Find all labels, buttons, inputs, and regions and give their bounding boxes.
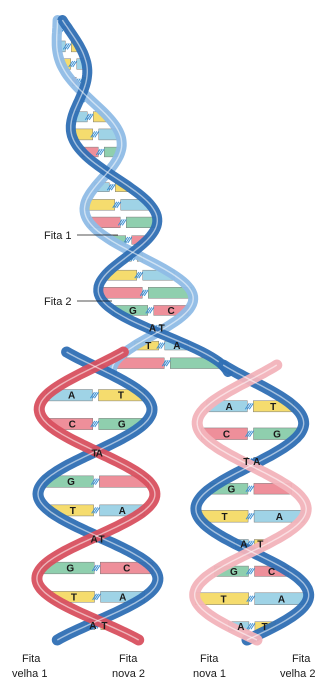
base-letter: T [243, 457, 249, 468]
base-letter: G [129, 306, 137, 317]
label-fita-velha-1-line2: velha 1 [12, 668, 47, 680]
base-letter: T [71, 592, 77, 603]
base-letter: T [220, 594, 226, 605]
base-letter: T [221, 512, 227, 523]
base-letter: G [118, 420, 126, 431]
base-letter: T [262, 622, 268, 633]
base-letter: A [226, 402, 233, 413]
base-letter: A [278, 594, 285, 605]
base-letter: G [230, 567, 238, 578]
base-letter: G [228, 484, 236, 495]
base-letter: G [66, 564, 74, 575]
label-fita-2: Fita 2 [44, 296, 72, 308]
base-letter: T [145, 341, 151, 352]
base-letter: A [240, 539, 247, 550]
base-letter: A [149, 324, 156, 335]
base-letter: A [90, 535, 97, 546]
label-fita-velha-2-line1: Fita [292, 653, 311, 665]
base-letter: T [70, 506, 76, 517]
base-letter: T [159, 324, 165, 335]
base-letter: G [67, 477, 75, 488]
base-letter: A [173, 341, 180, 352]
base-letter: T [257, 539, 263, 550]
label-fita-nova-2-line1: Fita [119, 653, 138, 665]
base-letter: A [237, 622, 244, 633]
base-letter: C [167, 306, 174, 317]
label-fita-velha-2-line2: velha 2 [280, 668, 315, 680]
label-fita-1: Fita 1 [44, 230, 72, 242]
label-fita-nova-1-line2: nova 1 [193, 668, 226, 680]
base-letter: T [270, 402, 276, 413]
base-letter: C [268, 567, 275, 578]
base-letter: A [119, 506, 126, 517]
base-letter: G [273, 429, 281, 440]
base-letter: A [253, 457, 260, 468]
base-letter: A [96, 448, 103, 459]
base-letter: A [68, 391, 75, 402]
label-fita-nova-2-line2: nova 2 [112, 668, 145, 680]
base-letter: T [98, 535, 104, 546]
label-fita-velha-1-line1: Fita [22, 653, 41, 665]
base-letter: C [123, 564, 130, 575]
base-letter: T [101, 621, 107, 632]
base-letter: T [118, 391, 124, 402]
base-letter: A [276, 512, 283, 523]
base-letter: C [69, 420, 76, 431]
backbone-strands-layer [37, 20, 309, 640]
label-fita-nova-1-line1: Fita [200, 653, 219, 665]
base-letter: A [119, 592, 126, 603]
base-letter: C [223, 429, 230, 440]
base-letter: A [89, 621, 96, 632]
